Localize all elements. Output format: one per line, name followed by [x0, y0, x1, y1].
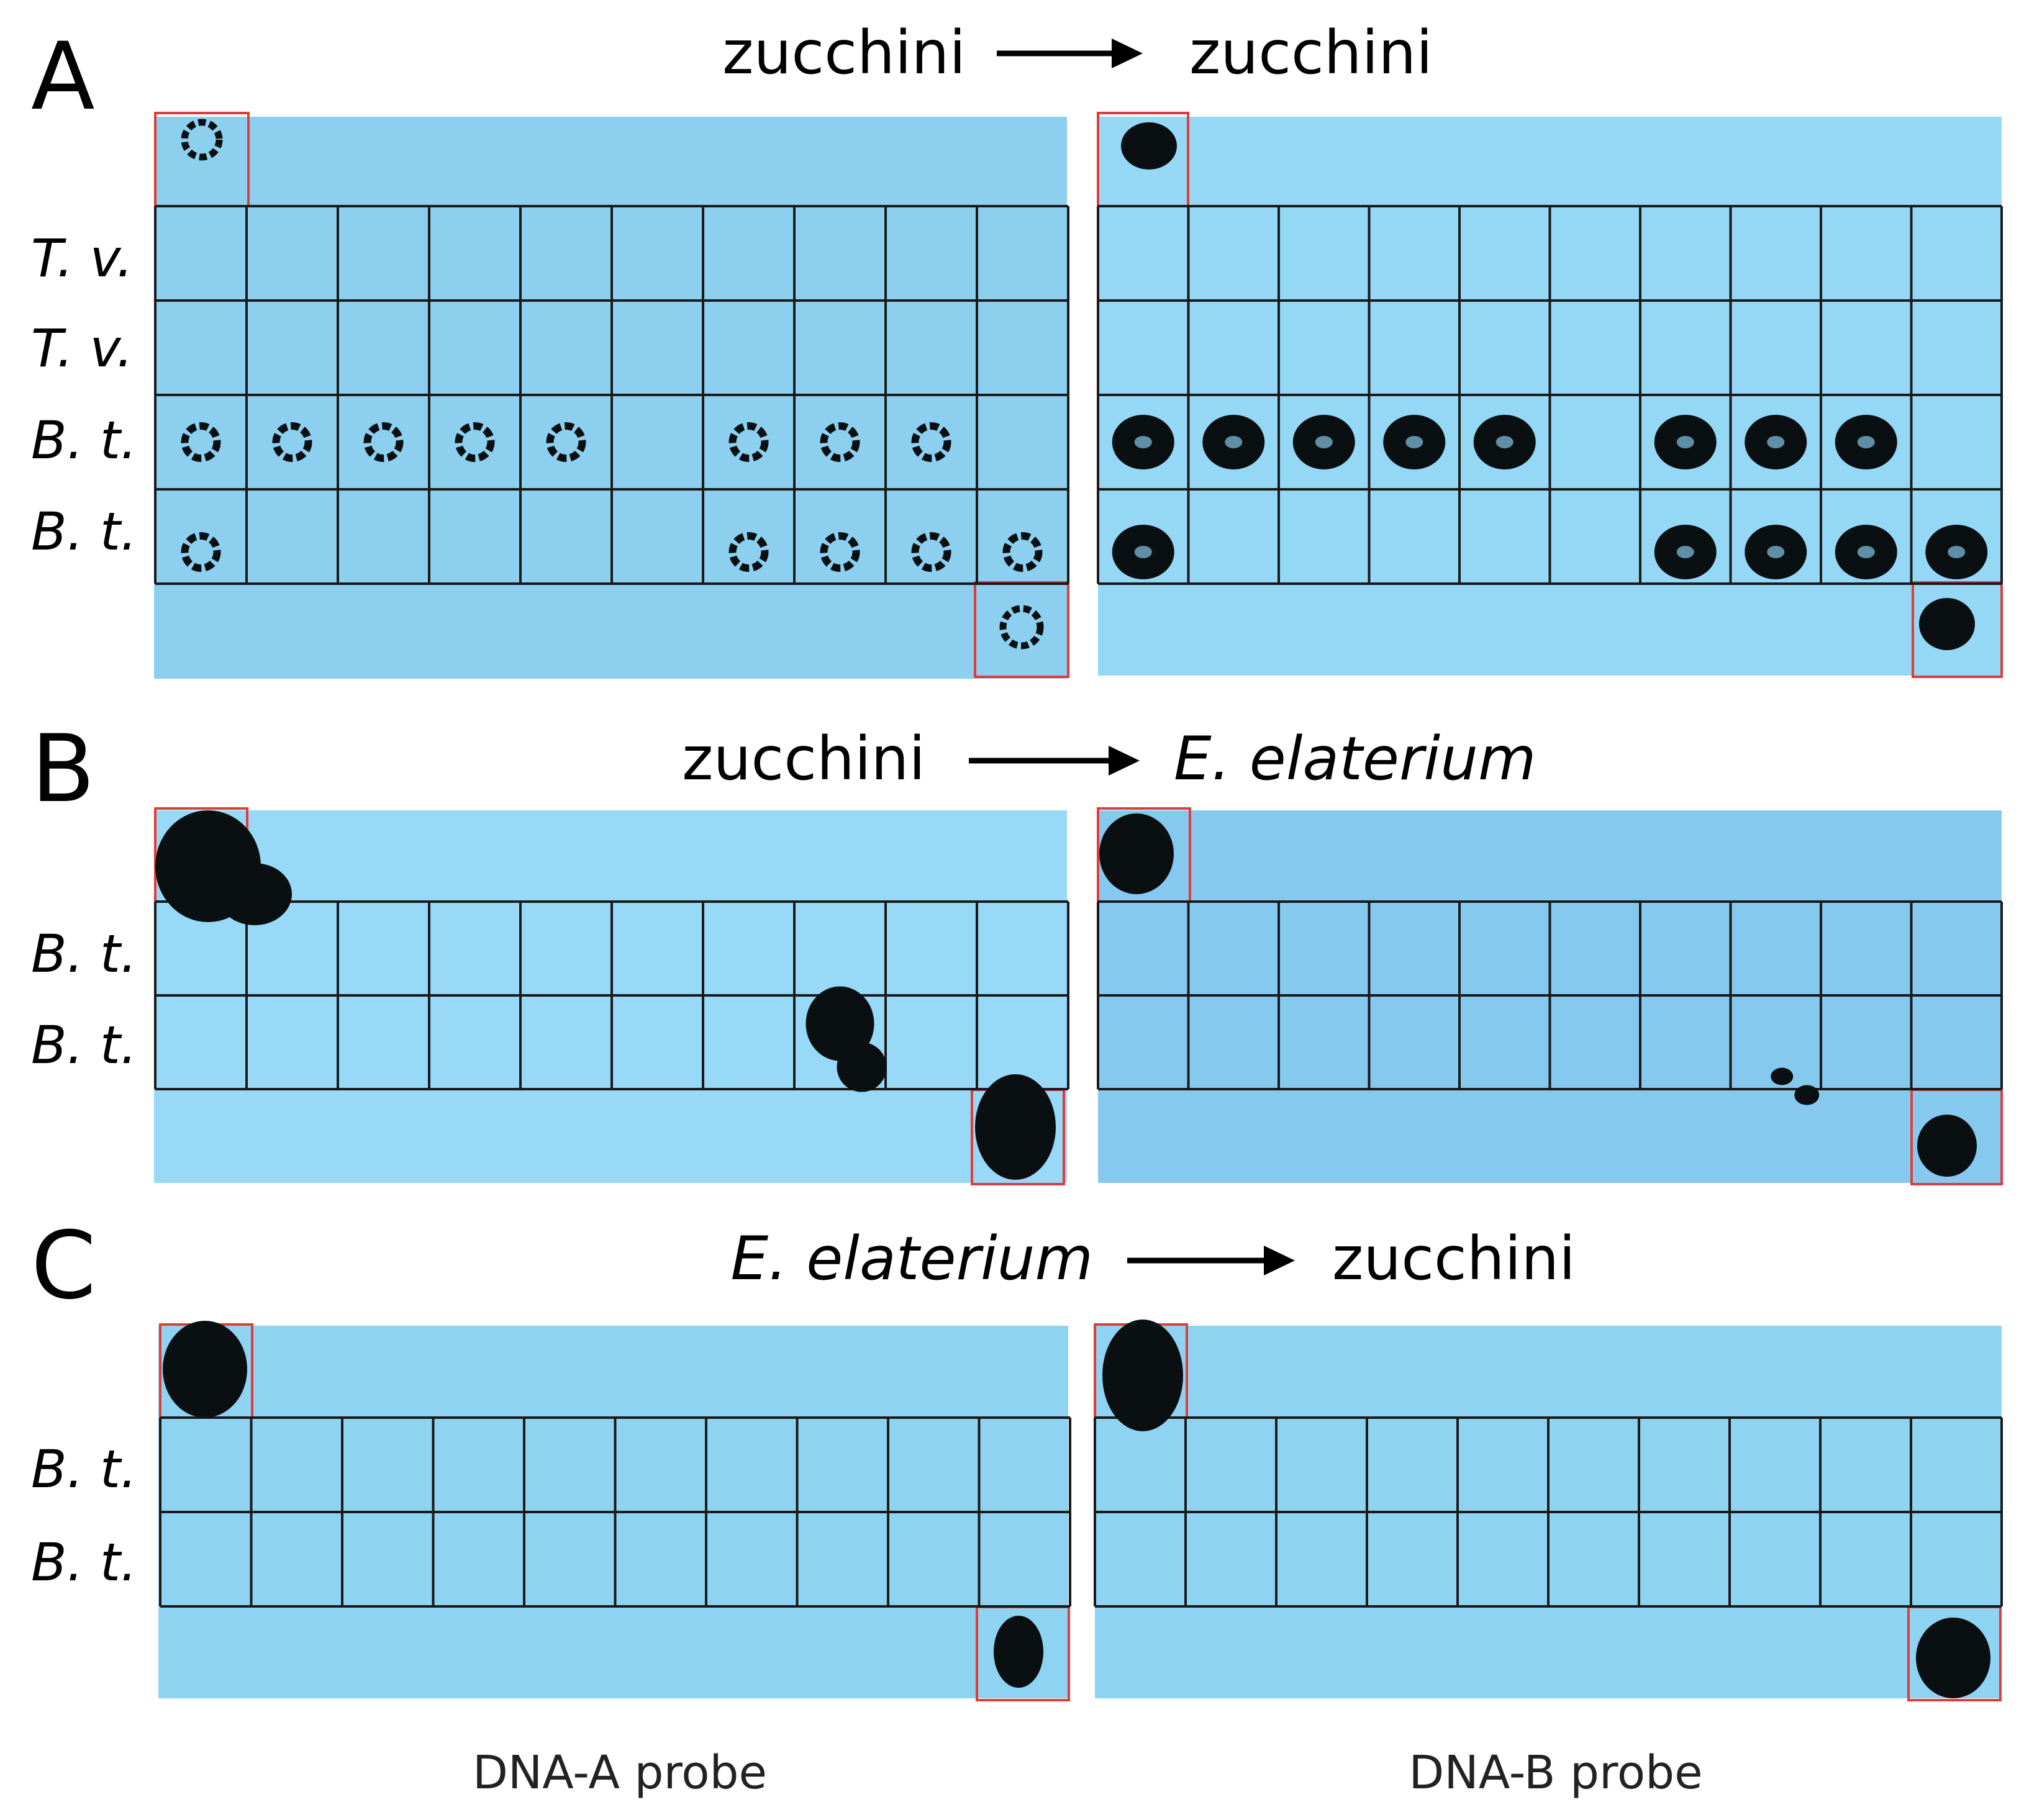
control-spot: [1919, 598, 1975, 650]
hybridization-signals: [181, 415, 1988, 1105]
panel-letter-c: C: [31, 1212, 96, 1320]
panel-c-source-host: E. elaterium: [731, 1224, 1093, 1293]
membrane-grids: [154, 205, 2003, 1608]
panel-0-dna_a-grid: [154, 205, 1069, 585]
signal-spot-center: [1857, 436, 1875, 448]
panel-1-dna_a-grid: [154, 900, 1069, 1090]
signal-spot: [455, 422, 495, 462]
panel-c-target-host: zucchini: [1332, 1224, 1576, 1293]
signal-spot-center: [1134, 546, 1152, 558]
panel-a-row-label: T. v.: [31, 228, 133, 289]
panel-a-row-label: B. t.: [31, 410, 137, 471]
signal-spot: [820, 532, 860, 572]
signal-spot: [181, 532, 221, 572]
dna-b-probe-label: DNA-B probe: [1409, 1746, 1702, 1800]
signal-spot-center: [1676, 436, 1694, 448]
panel-2-dna_a-grid: [159, 1416, 1071, 1608]
panel-b-row-label: B. t.: [31, 1015, 137, 1075]
panel-a-source-host: zucchini: [722, 18, 966, 88]
panel-a-row-label: T. v.: [31, 318, 133, 379]
panel-a-target-host: zucchini: [1189, 18, 1433, 88]
control-spot: [163, 1321, 247, 1418]
signal-spot-center: [1405, 436, 1423, 448]
signal-spot: [820, 422, 860, 462]
signal-spot-center: [1134, 436, 1152, 448]
signal-spot: [546, 422, 586, 462]
panel-letter-a: A: [31, 23, 95, 131]
control-spot: [1099, 813, 1174, 894]
control-spot: [1916, 1618, 1990, 1698]
signal-spot: [911, 532, 951, 572]
signal-spot-center: [1315, 436, 1333, 448]
panel-b-source-host: zucchini: [682, 724, 925, 794]
control-spot: [975, 1074, 1056, 1180]
panel-b-row-label: B. t.: [31, 923, 137, 984]
panel-0-dna_b-grid: [1097, 205, 2003, 585]
arrow-icon: [1127, 1246, 1295, 1275]
signal-spot-center: [1948, 546, 1966, 558]
signal-spot-center: [1767, 436, 1785, 448]
panel-a-row-label: B. t.: [31, 501, 137, 562]
dna-a-probe-label: DNA-A probe: [473, 1746, 767, 1800]
control-spot: [1102, 1320, 1183, 1431]
control-signals: [155, 119, 1990, 1698]
panel-2-dna_b-grid: [1094, 1416, 2003, 1608]
signal-spot: [728, 532, 769, 572]
signal-spot-center: [1495, 436, 1513, 448]
control-spot: [1121, 122, 1177, 170]
signal-spot: [806, 986, 874, 1061]
panel-c-row-label: B. t.: [31, 1532, 137, 1593]
panel-c-row-label: B. t.: [31, 1439, 137, 1500]
arrow-icon: [969, 746, 1140, 776]
control-spot: [999, 605, 1044, 650]
arrow-icon: [997, 38, 1143, 68]
signal-spot: [363, 422, 404, 462]
control-spot: [181, 119, 223, 161]
signal-spot-center: [1676, 546, 1694, 558]
panel-b-target-host: E. elaterium: [1174, 724, 1536, 794]
panel-a: A zucchini zucchini T. v. T. v. B. t. B.…: [31, 18, 2003, 679]
signal-spot-center: [1767, 546, 1785, 558]
signal-spot: [1771, 1067, 1794, 1085]
signal-spot: [272, 422, 312, 462]
signal-spot: [181, 422, 221, 462]
control-spot: [994, 1616, 1043, 1688]
signal-spot-center: [1225, 436, 1243, 448]
signal-spot: [1794, 1085, 1820, 1105]
signal-spot: [1002, 532, 1043, 572]
signal-spot: [837, 1042, 887, 1092]
signal-spot-center: [1857, 546, 1875, 558]
panel-1-dna_b-grid: [1097, 900, 2003, 1090]
signal-spot: [728, 422, 769, 462]
control-spot: [1917, 1115, 1977, 1177]
panel-letter-b: B: [31, 715, 95, 823]
signal-spot: [911, 422, 951, 462]
control-spot: [217, 863, 292, 925]
